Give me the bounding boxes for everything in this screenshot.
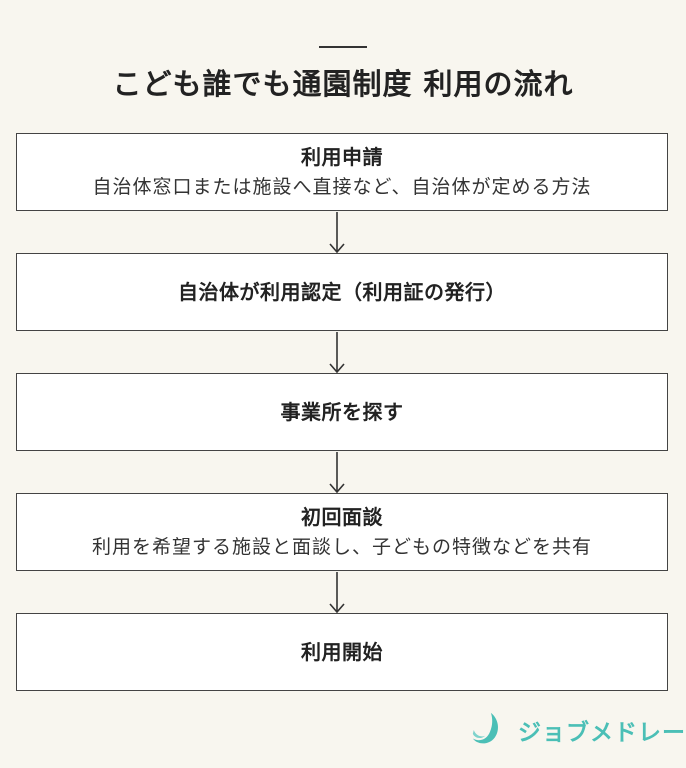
- flow-step-2: 自治体が利用認定（利用証の発行）: [16, 253, 668, 331]
- step-description: 自治体窓口または施設へ直接など、自治体が定める方法: [92, 176, 592, 198]
- flow-step-4: 初回面談 利用を希望する施設と面談し、子どもの特徴などを共有: [16, 493, 668, 571]
- step-title: 自治体が利用認定（利用証の発行）: [178, 280, 506, 304]
- step-title: 利用開始: [301, 640, 383, 664]
- brand-logo: ジョブメドレー: [470, 710, 685, 750]
- flow-step-3: 事業所を探す: [16, 373, 668, 451]
- jobmedley-logo-icon: [472, 712, 499, 744]
- step-title: 初回面談: [301, 505, 383, 529]
- title-rule: [319, 46, 367, 48]
- page-title: こども誰でも通園制度 利用の流れ: [112, 67, 574, 101]
- logo-text: ジョブメドレー: [518, 720, 686, 746]
- step-description: 利用を希望する施設と面談し、子どもの特徴などを共有: [91, 536, 592, 558]
- step-title: 利用申請: [301, 145, 383, 169]
- down-arrow-icon: [329, 452, 345, 494]
- step-title: 事業所を探す: [280, 400, 404, 424]
- down-arrow-icon: [329, 212, 345, 254]
- flow-step-1: 利用申請 自治体窓口または施設へ直接など、自治体が定める方法: [16, 133, 668, 211]
- down-arrow-icon: [329, 332, 345, 374]
- down-arrow-icon: [329, 572, 345, 614]
- flow-step-5: 利用開始: [16, 613, 668, 691]
